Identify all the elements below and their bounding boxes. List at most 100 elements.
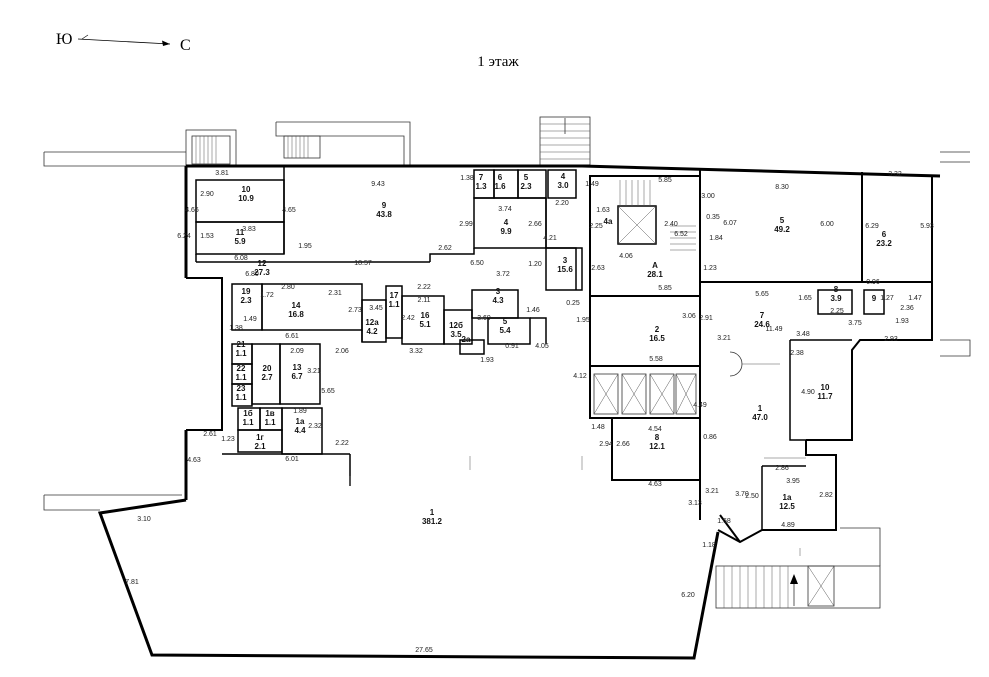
floor-title: 1 этаж	[477, 54, 519, 70]
dimension-label: 5.65	[755, 291, 769, 298]
dimension-label: 1.89	[293, 408, 307, 415]
dimension-label: 2.50	[745, 493, 759, 500]
dimension-label: 4.21	[543, 235, 557, 242]
dimension-label: 1.95	[576, 317, 590, 324]
room-area-room-19: 2.3	[240, 296, 252, 305]
dimension-label: 4.90	[801, 389, 815, 396]
room-area-room-16: 5.1	[419, 320, 431, 329]
dimension-label: 2.94	[599, 441, 613, 448]
dimension-label: 3.06	[682, 313, 696, 320]
dimension-label: 2.82	[819, 492, 833, 499]
dimension-label: 2.62	[438, 245, 452, 252]
room-number-room-23: 23	[237, 384, 246, 393]
room-area-room-10b: 11.7	[817, 392, 833, 401]
dimension-label: 3.21	[705, 488, 719, 495]
room-number-room-12: 12	[258, 259, 267, 268]
dimension-label: 8.30	[775, 184, 789, 191]
compass-north-label: С	[180, 37, 191, 54]
dimension-label: 1.49	[243, 316, 257, 323]
room-area-room-8b: 12.1	[649, 442, 665, 451]
dimension-label: 1.27	[880, 295, 894, 302]
room-area-room-1v: 1.1	[264, 418, 276, 427]
dimension-label: 3.95	[786, 478, 800, 485]
room-area-room-21: 1.1	[235, 349, 247, 358]
dimension-label: 6.50	[470, 260, 484, 267]
room-area-room-20: 2.7	[261, 373, 273, 382]
room-number-room-2a: 2a	[462, 335, 471, 344]
dimension-label: 1.23	[221, 436, 235, 443]
dimension-label: 2.20	[555, 200, 569, 207]
dimension-label: 2.90	[200, 191, 214, 198]
room-area-room-3b: 4.3	[492, 296, 504, 305]
dimension-label: 4.63	[648, 481, 662, 488]
dimension-label: 4.06	[619, 253, 633, 260]
dimension-label: 1.72	[260, 292, 274, 299]
room-number-room-1c: 1	[758, 404, 763, 413]
dimension-label: 3.32	[888, 171, 902, 178]
dimension-label: 6.00	[820, 221, 834, 228]
dimension-label: 2.73	[348, 307, 362, 314]
outer-walls	[97, 164, 941, 660]
dimension-label: 1.93	[895, 318, 909, 325]
dimension-label: 1.46	[526, 307, 540, 314]
dimension-label: 7.81	[125, 579, 139, 586]
room-area-room-9a: 43.8	[376, 210, 392, 219]
dimension-label: 6.07	[723, 220, 737, 227]
room-number-room-7s: 7	[479, 173, 484, 182]
dimension-label: 3.70	[735, 491, 749, 498]
room-area-room-12a: 4.2	[366, 327, 378, 336]
room-number-room-A: A	[652, 261, 658, 270]
dimension-label: 2.93	[884, 336, 898, 343]
room-area-room-5s: 2.3	[520, 182, 532, 191]
room-number-room-1v: 1в	[265, 409, 274, 418]
dimension-label: 3.69	[477, 315, 491, 322]
dimension-label: 2.22	[417, 284, 431, 291]
dimension-label: 2.06	[335, 348, 349, 355]
dimension-label: 1.38	[460, 175, 474, 182]
room-area-room-1c: 47.0	[752, 413, 768, 422]
dimension-label: 2.38	[790, 350, 804, 357]
room-number-room-1: 1	[430, 508, 435, 517]
dimension-label: 1.18	[702, 542, 716, 549]
dimension-label: 2.66	[616, 441, 630, 448]
dimension-label: 5.58	[649, 356, 663, 363]
dimension-label: 1.95	[298, 243, 312, 250]
room-number-room-12b: 12б	[449, 321, 463, 330]
room-number-room-6b: 6	[882, 230, 887, 239]
room-number-room-5b: 5	[780, 216, 785, 225]
dimension-label: 0.35	[706, 214, 720, 221]
room-number-room-8c: 8	[834, 285, 839, 294]
dimension-label: 5.85	[658, 177, 672, 184]
dimension-label: 2.99	[459, 221, 473, 228]
dimension-label: 3.83	[242, 226, 256, 233]
dimension-label: 5.85	[658, 285, 672, 292]
dimension-label: 1.65	[798, 295, 812, 302]
dimension-label: 2.25	[589, 223, 603, 230]
room-area-room-13: 6.7	[291, 372, 303, 381]
dimension-label: 0.91	[505, 343, 519, 350]
room-area-room-1a: 4.4	[294, 426, 306, 435]
room-number-room-7b: 7	[760, 311, 765, 320]
dimension-label: 1.48	[591, 424, 605, 431]
dimension-label: 0.96	[866, 279, 880, 286]
dimension-label: 9.43	[371, 181, 385, 188]
dimension-label: 1.49	[585, 181, 599, 188]
room-area-room-1d: 12.5	[779, 502, 795, 511]
dimension-label: 1.38	[229, 325, 243, 332]
dimension-label: 6.08	[234, 255, 248, 262]
dimension-label: 2.86	[775, 465, 789, 472]
dimension-label: 2.32	[308, 423, 322, 430]
dimension-label: 2.31	[328, 290, 342, 297]
dimension-label: 6.52	[674, 231, 688, 238]
room-number-room-10b: 10	[821, 383, 830, 392]
room-area-room-5b: 49.2	[774, 225, 790, 234]
room-area-room-4s: 3.0	[557, 181, 569, 190]
dimension-label: 1.93	[480, 357, 494, 364]
dimension-label: 4.63	[187, 457, 201, 464]
room-number-room-4b: 4	[504, 218, 509, 227]
dimension-label: 4.89	[781, 522, 795, 529]
dimension-label: 4.66	[185, 207, 199, 214]
dimension-label: 1.84	[709, 235, 723, 242]
dimension-label: 0.86	[703, 434, 717, 441]
dimension-label: 3.72	[496, 271, 510, 278]
